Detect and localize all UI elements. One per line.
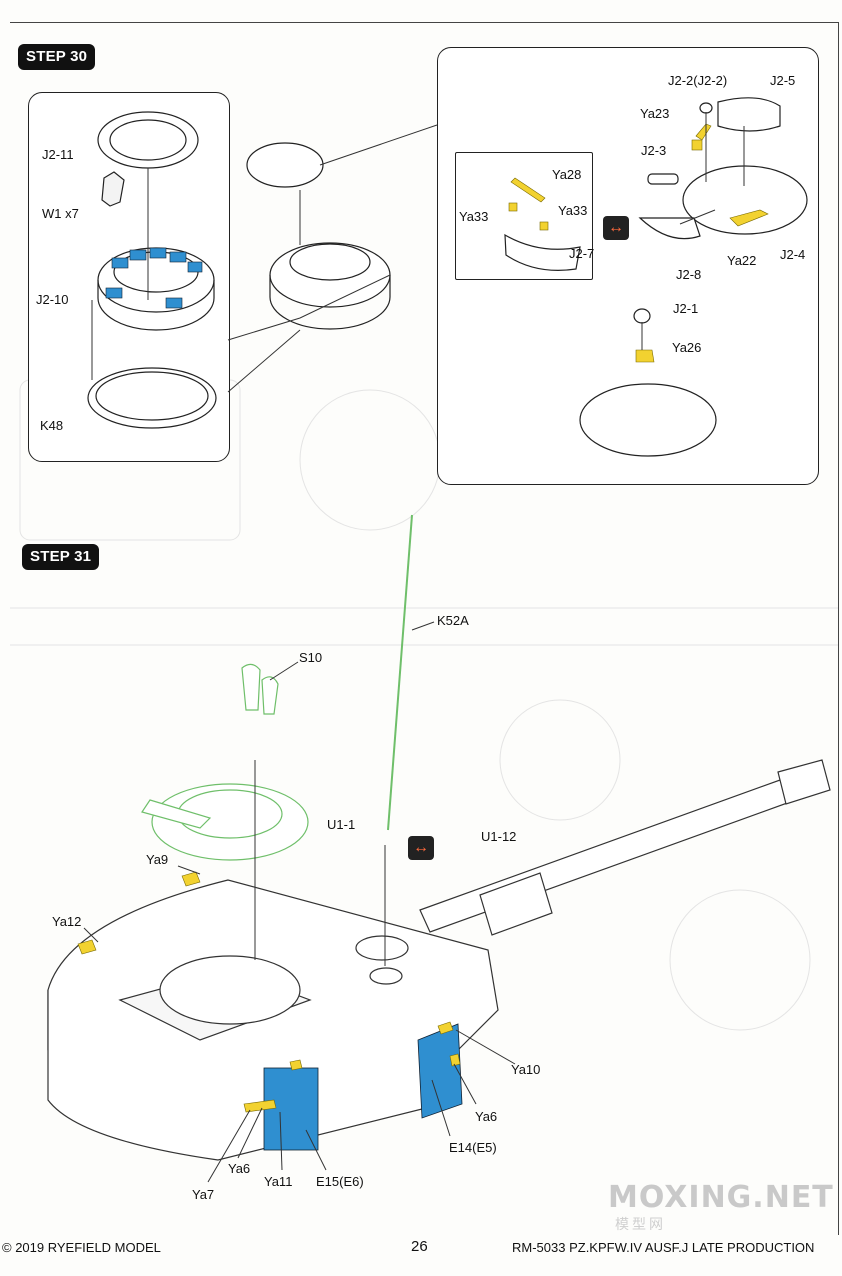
label-e15: E15(E6)	[316, 1174, 364, 1189]
label-ya6-b: Ya6	[228, 1161, 251, 1176]
label-j2-7: J2-7	[569, 246, 595, 261]
label-j2-8: J2-8	[676, 267, 702, 282]
step-30-badge: STEP 30	[18, 44, 96, 70]
label-j2-1: J2-1	[673, 301, 699, 316]
label-j2-5: J2-5	[770, 73, 796, 88]
label-j2-11: J2-11	[42, 147, 74, 162]
label-j2-4: J2-4	[780, 247, 806, 262]
label-ya23: Ya23	[640, 106, 670, 121]
label-ya11: Ya11	[264, 1174, 293, 1189]
label-w1: W1 x7	[42, 206, 79, 221]
label-s10: S10	[299, 650, 323, 665]
watermark: MOXING.NET	[608, 1180, 834, 1215]
label-j2-3: J2-3	[641, 143, 667, 158]
page-frame	[10, 22, 839, 1235]
label-ya33-a: Ya33	[459, 209, 489, 224]
label-ya26: Ya26	[672, 340, 702, 355]
label-j2-2: J2-2(J2-2)	[668, 73, 728, 88]
label-ya7: Ya7	[192, 1187, 215, 1202]
label-ya12: Ya12	[52, 914, 82, 929]
label-ya10: Ya10	[511, 1062, 541, 1077]
page-number: 26	[411, 1238, 428, 1255]
label-ya22: Ya22	[727, 253, 757, 268]
step-31-badge: STEP 31	[22, 544, 100, 570]
label-ya6-a: Ya6	[475, 1109, 498, 1124]
label-u1-12: U1-12	[481, 829, 517, 844]
swap-icon: ↔	[603, 216, 629, 240]
swap-icon-31: ↔	[408, 836, 434, 860]
label-ya28: Ya28	[552, 167, 582, 182]
footer-copyright: © 2019 RYEFIELD MODEL	[2, 1240, 161, 1255]
watermark-sub: 模型网	[615, 1217, 666, 1233]
label-k48: K48	[40, 418, 64, 433]
label-k52a: K52A	[437, 613, 469, 628]
label-ya33-b: Ya33	[558, 203, 588, 218]
footer-product: RM-5033 PZ.KPFW.IV AUSF.J LATE PRODUCTIO…	[512, 1240, 815, 1255]
label-e14: E14(E5)	[449, 1140, 497, 1155]
label-ya9: Ya9	[146, 852, 169, 867]
label-u1-1: U1-1	[327, 817, 356, 832]
label-j2-10: J2-10	[36, 292, 69, 307]
